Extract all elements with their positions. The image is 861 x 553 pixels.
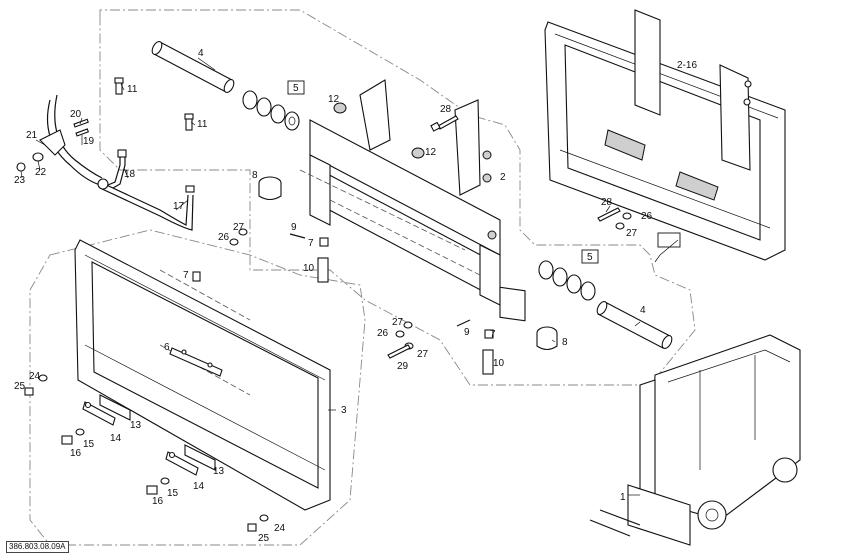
callout-10: 10 — [303, 263, 315, 274]
callout-25: 25 — [258, 533, 270, 544]
callout-9: 9 — [291, 222, 297, 233]
bolt-washer-parts-24-25 — [24, 374, 269, 532]
pin-lower-part-4 — [596, 300, 673, 350]
carriage-assembly-part-2 — [299, 79, 526, 322]
callout-27: 27 — [392, 317, 404, 328]
callout-8: 8 — [562, 337, 568, 348]
callout-7: 7 — [308, 238, 314, 249]
callout-20: 20 — [70, 109, 82, 120]
callout-5: 5 — [293, 83, 299, 94]
callout-14: 14 — [193, 481, 205, 492]
bracket-part-6 — [169, 347, 223, 377]
callout-6: 6 — [164, 342, 170, 353]
callout-29: 29 — [397, 361, 409, 372]
bushing-set-upper-part-5 — [242, 90, 300, 131]
callout-24: 24 — [274, 523, 286, 534]
callout-1: 1 — [620, 492, 626, 503]
grease-nipple-part-11 — [114, 77, 194, 131]
callout-10: 10 — [493, 358, 505, 369]
callout-23: 23 — [14, 175, 26, 186]
bushing-set-lower-part-5 — [538, 260, 596, 301]
roller-part-8-upper — [258, 176, 282, 201]
fork-carriage-frame-part-3 — [74, 239, 331, 511]
callout-16: 16 — [70, 448, 82, 459]
boxed-label-5-lower: 5 — [581, 249, 599, 264]
callout-26: 26 — [377, 328, 389, 339]
callout-17: 17 — [173, 201, 185, 212]
callout-2-16: 2-16 — [677, 60, 697, 71]
callout-12: 12 — [328, 94, 340, 105]
callout-22: 22 — [35, 167, 47, 178]
callout-16: 16 — [152, 496, 164, 507]
callout-15: 15 — [83, 439, 95, 450]
roller-part-8-lower — [536, 326, 558, 351]
callout-13: 13 — [213, 466, 225, 477]
callout-28: 28 — [601, 197, 613, 208]
forklift-truck-illustration — [589, 334, 801, 546]
pin-parts-7-9-10 — [192, 233, 494, 375]
callout-26: 26 — [218, 232, 230, 243]
callout-9: 9 — [464, 327, 470, 338]
callout-15: 15 — [167, 488, 179, 499]
callout-27: 27 — [626, 228, 638, 239]
callout-7: 7 — [183, 270, 189, 281]
callout-27: 27 — [233, 222, 245, 233]
bolt-part-28-upper — [430, 115, 459, 132]
callout-28: 28 — [440, 104, 452, 115]
load-backrest-part-2-16 — [544, 9, 786, 261]
callout-5: 5 — [587, 252, 593, 263]
hose-assembly-part-17 — [46, 94, 195, 231]
callout-21: 21 — [26, 130, 38, 141]
callout-24: 24 — [29, 371, 41, 382]
boxed-label-1 — [657, 232, 681, 248]
callout-2: 2 — [500, 172, 506, 183]
callout-4: 4 — [640, 305, 646, 316]
callout-26: 26 — [641, 211, 653, 222]
boxed-label-5-upper: 5 — [287, 80, 305, 95]
callout-14: 14 — [110, 433, 122, 444]
callout-11: 11 — [197, 119, 208, 130]
drawing-number-label: 386.803.08.09A — [6, 541, 69, 553]
callout-12: 12 — [425, 147, 437, 158]
hook-clamp-parts-13-16 — [61, 394, 216, 495]
pin-upper-part-4 — [151, 40, 235, 94]
callout-18: 18 — [124, 169, 136, 180]
callout-7: 7 — [490, 329, 496, 340]
callout-27: 27 — [417, 349, 429, 360]
callout-3: 3 — [341, 405, 347, 416]
bolt-parts-28-29-lower — [387, 207, 621, 359]
callout-13: 13 — [130, 420, 142, 431]
callout-8: 8 — [252, 170, 258, 181]
wear-pad-part-12 — [333, 102, 425, 159]
callout-25: 25 — [14, 381, 26, 392]
hose-clamp-parts-19-23 — [16, 118, 90, 172]
callout-4: 4 — [198, 48, 204, 59]
leader-lines — [20, 57, 679, 496]
callout-11: 11 — [127, 84, 138, 95]
callout-19: 19 — [83, 136, 95, 147]
